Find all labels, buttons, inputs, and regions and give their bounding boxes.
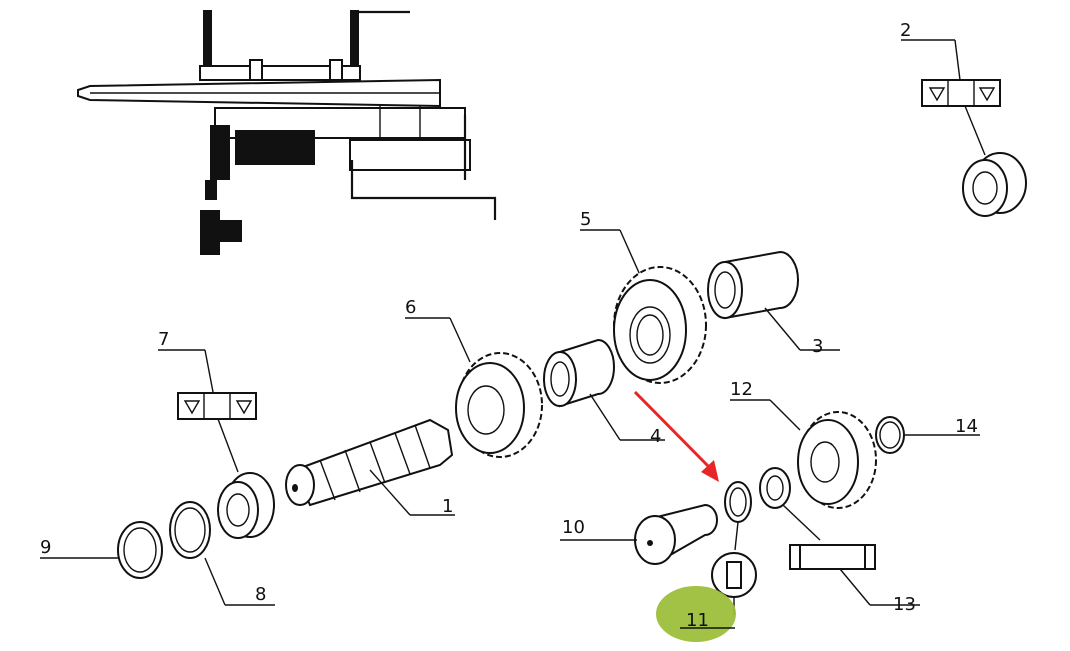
part-2-bearing — [901, 39, 1027, 217]
label-5: 5 — [580, 209, 591, 230]
part-3-sleeve — [707, 250, 840, 351]
label-1: 1 — [442, 496, 453, 517]
part-7-bearing — [158, 349, 275, 539]
label-8: 8 — [255, 584, 266, 605]
part-1-shaft — [285, 418, 455, 516]
label-2: 2 — [900, 20, 911, 41]
part-5-gear — [580, 229, 707, 384]
assembly-cross-section — [77, 10, 497, 255]
label-9: 9 — [40, 537, 51, 558]
label-13: 13 — [893, 594, 916, 615]
part-9-ring — [40, 521, 163, 579]
label-7: 7 — [158, 329, 169, 350]
label-3: 3 — [812, 336, 823, 357]
label-6: 6 — [405, 297, 416, 318]
part-6-gear — [405, 317, 543, 458]
part-11-detail — [711, 552, 757, 615]
part-14-ring — [875, 416, 980, 454]
label-11: 11 — [686, 610, 709, 631]
part-8-ring — [169, 501, 275, 606]
label-14: 14 — [955, 416, 978, 437]
label-10: 10 — [562, 517, 585, 538]
label-12: 12 — [730, 379, 753, 400]
part-11-ring — [724, 481, 752, 551]
red-arrow — [633, 390, 719, 482]
part-10-pin — [560, 503, 718, 565]
part-13-needle-bearing — [759, 467, 920, 606]
part-12-gear — [730, 399, 877, 509]
part-4-sleeve — [543, 338, 665, 441]
label-4: 4 — [650, 426, 661, 447]
